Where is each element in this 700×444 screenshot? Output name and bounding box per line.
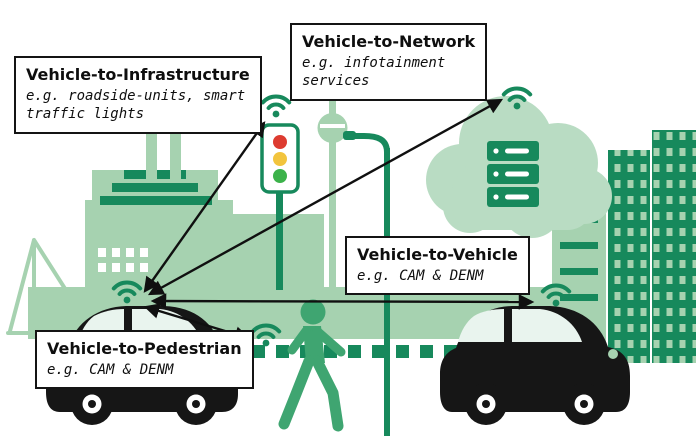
label-box-v2v: Vehicle-to-Vehicle e.g. CAM & DENM: [345, 236, 530, 296]
v2p-title: Vehicle-to-Pedestrian: [47, 339, 242, 358]
v2i-subtitle: e.g. roadside-units, smart traffic light…: [26, 88, 246, 123]
traffic-light-yellow: [273, 152, 287, 166]
car-right-icon: [440, 306, 630, 425]
v2p-subtitle: e.g. CAM & DENM: [47, 362, 174, 379]
highrise-towers: [608, 130, 696, 363]
arrow-v2n: [147, 98, 504, 296]
v2v-title: Vehicle-to-Vehicle: [357, 245, 518, 264]
v2n-subtitle: e.g. infotainment services: [302, 55, 446, 90]
connection-arrows: [143, 98, 535, 342]
wifi-icon-infrastructure: [260, 94, 292, 120]
server-stack-icon: [487, 141, 539, 207]
car-badge: [608, 349, 618, 359]
wall-window-squares: [252, 345, 457, 358]
label-box-v2p: Vehicle-to-Pedestrian e.g. CAM & DENM: [35, 330, 254, 390]
traffic-light-red: [273, 135, 287, 149]
v2v-subtitle: e.g. CAM & DENM: [357, 268, 484, 285]
network-cloud: [426, 96, 612, 238]
v2i-title: Vehicle-to-Infrastructure: [26, 65, 250, 84]
label-box-v2i: Vehicle-to-Infrastructure e.g. roadside-…: [14, 56, 262, 134]
traffic-light-green: [273, 169, 287, 183]
label-box-v2n: Vehicle-to-Network e.g. infotainment ser…: [290, 23, 488, 101]
v2n-title: Vehicle-to-Network: [302, 32, 476, 51]
arrow-v2v: [150, 293, 535, 310]
